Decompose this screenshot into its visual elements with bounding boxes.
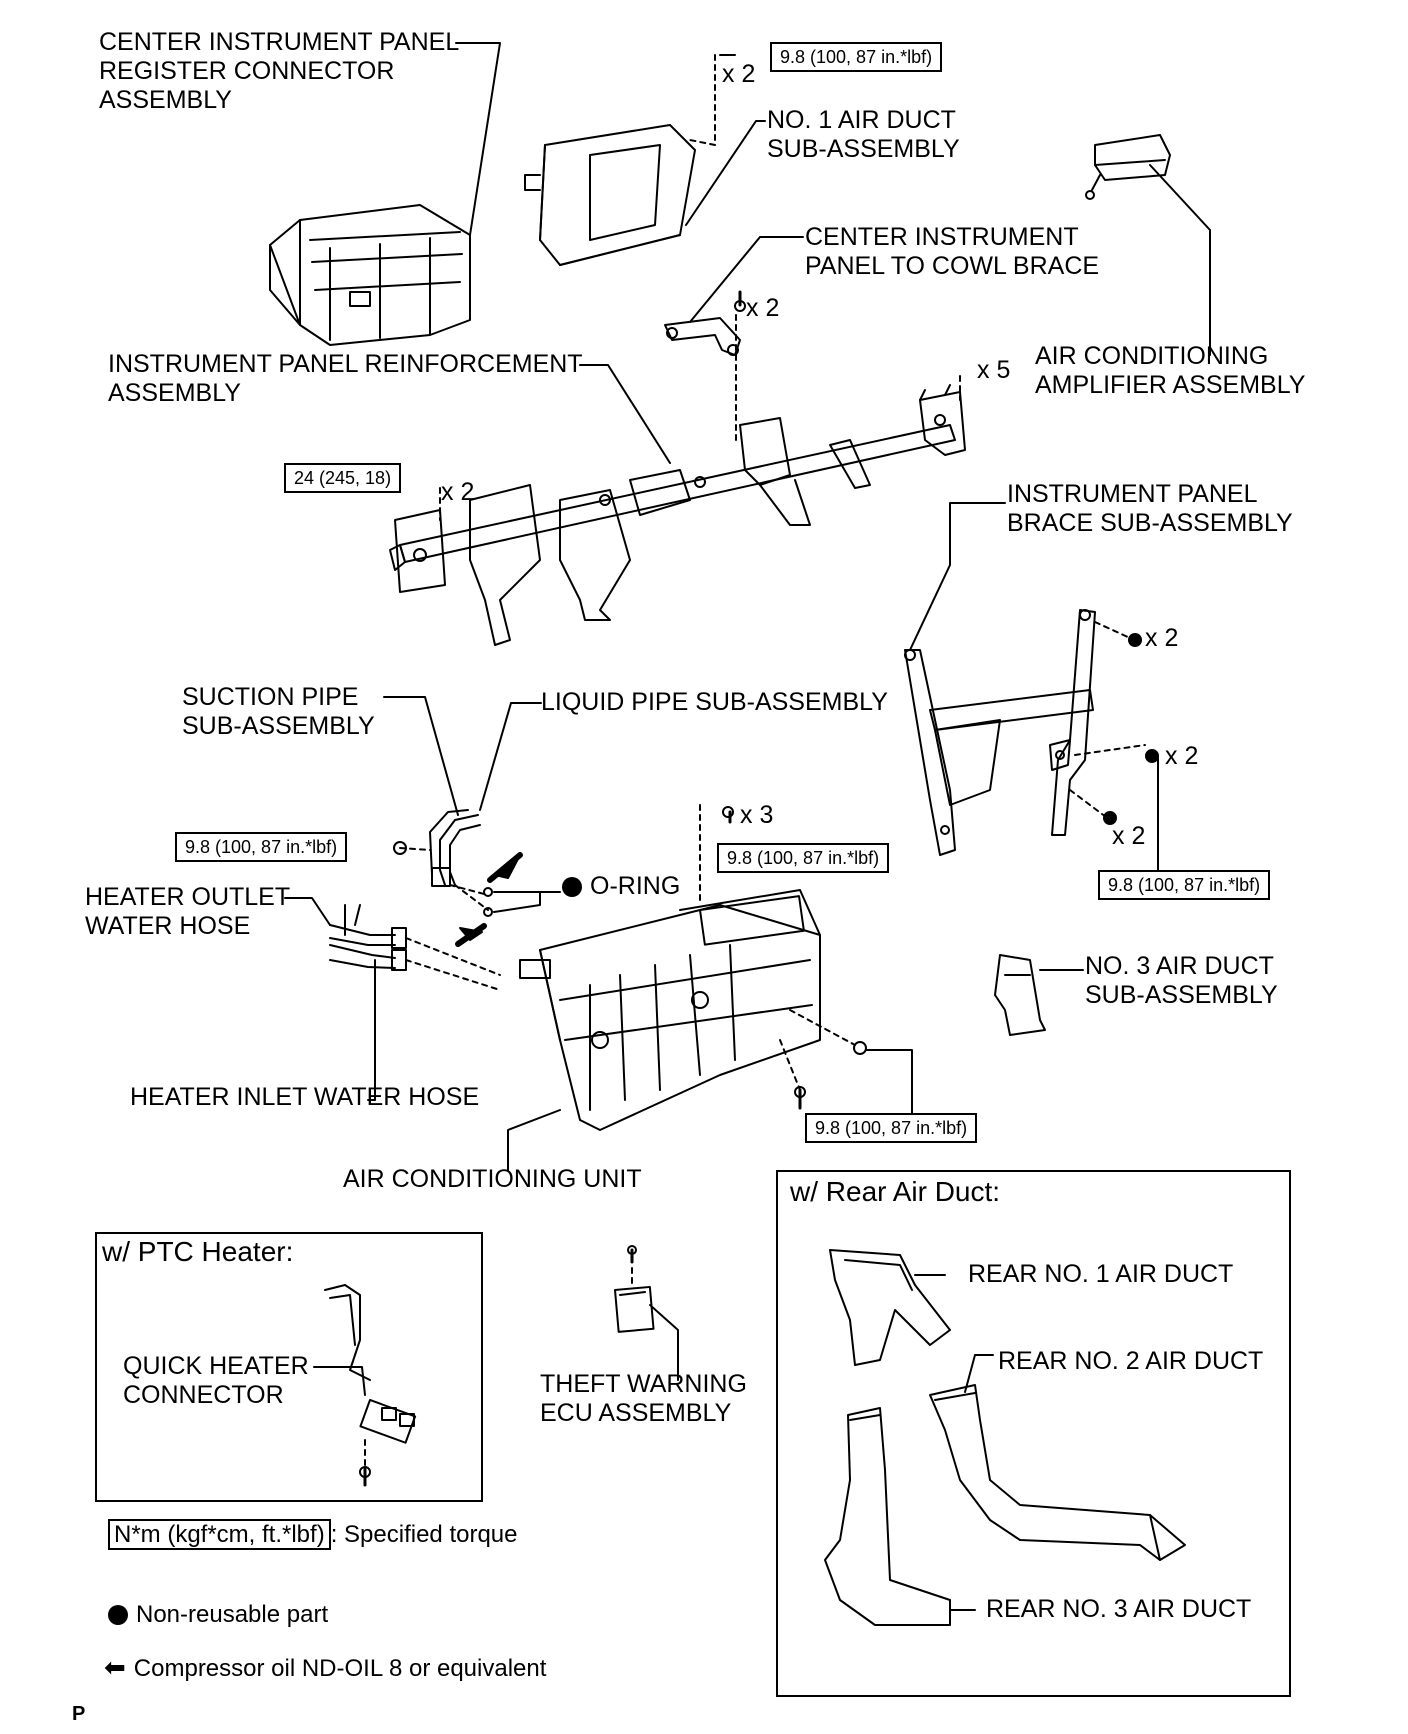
reinforcement-illustration (389, 384, 966, 646)
non-reusable-dot-icon (562, 877, 582, 897)
legend-torque-text: : Specified torque (330, 1521, 518, 1548)
o-ring-text: O-RING (590, 872, 681, 900)
label-panel-brace: INSTRUMENT PANEL BRACE SUB-ASSEMBLY (1007, 480, 1293, 537)
ptc-heater-panel-title: w/ PTC Heater: (102, 1236, 294, 1267)
cowl-brace-illustration (664, 317, 741, 356)
panel-brace-illustration (904, 609, 1096, 856)
torque-ac-unit-top: 9.8 (100, 87 in.*lbf) (717, 843, 890, 873)
label-no3-air-duct: NO. 3 AIR DUCT SUB-ASSEMBLY (1085, 952, 1278, 1009)
torque-reinforcement: 24 (245, 18) (284, 463, 402, 493)
label-rear-no3-duct: REAR NO. 3 AIR DUCT (986, 1595, 1252, 1623)
legend-torque-box: N*m (kgf*cm, ft.*lbf) (108, 1519, 331, 1550)
label-heater-inlet-hose: HEATER INLET WATER HOSE (130, 1083, 480, 1111)
non-reusable-dot-icon (108, 1605, 128, 1625)
no3-air-duct-illustration (994, 954, 1046, 1036)
quick-heater-illustration (324, 1284, 417, 1444)
rear-air-duct-panel (776, 1170, 1291, 1697)
qty-no1-duct: x 2 (722, 60, 756, 88)
label-suction-pipe: SUCTION PIPE SUB-ASSEMBLY (182, 683, 375, 740)
qty-brace-upper: x 2 (1145, 624, 1179, 652)
heater-hoses-illustration (329, 904, 407, 971)
torque-pipe: 9.8 (100, 87 in.*lbf) (175, 832, 348, 862)
label-ac-amplifier: AIR CONDITIONING AMPLIFIER ASSEMBLY (1035, 342, 1306, 399)
ac-unit-illustration (519, 889, 821, 1131)
ptc-heater-panel (95, 1232, 483, 1502)
corner-mark: P (72, 1703, 86, 1725)
label-cowl-brace: CENTER INSTRUMENT PANEL TO COWL BRACE (805, 223, 1100, 280)
qty-ac-amplifier: x 5 (977, 356, 1011, 384)
label-no1-air-duct: NO. 1 AIR DUCT SUB-ASSEMBLY (767, 106, 960, 163)
pipes-illustration (429, 809, 481, 887)
rear-no2-duct-illustration (929, 1384, 1186, 1561)
label-theft-warning-ecu: THEFT WARNING ECU ASSEMBLY (540, 1370, 747, 1427)
legend-compressor-oil-text: Compressor oil ND-OIL 8 or equivalent (133, 1655, 547, 1682)
torque-panel-brace: 9.8 (100, 87 in.*lbf) (1098, 870, 1271, 900)
label-heater-outlet-hose: HEATER OUTLET WATER HOSE (85, 883, 291, 940)
label-rear-no1-duct: REAR NO. 1 AIR DUCT (968, 1260, 1234, 1288)
legend-non-reusable-text: Non-reusable part (136, 1601, 329, 1628)
label-liquid-pipe: LIQUID PIPE SUB-ASSEMBLY (541, 688, 888, 716)
label-center-register-connector: CENTER INSTRUMENT PANEL REGISTER CONNECT… (99, 28, 460, 114)
qty-cowl-brace: x 2 (746, 294, 780, 322)
torque-ac-unit-bottom: 9.8 (100, 87 in.*lbf) (805, 1113, 978, 1143)
rear-no1-duct-illustration (829, 1249, 951, 1366)
register-connector-illustration (269, 204, 471, 346)
no1-air-duct-illustration (524, 124, 696, 266)
legend-non-reusable: Non-reusable part (108, 1600, 328, 1630)
rear-air-duct-panel-title: w/ Rear Air Duct: (790, 1176, 1001, 1207)
ac-amplifier-illustration (1085, 134, 1171, 200)
label-o-ring: O-RING (562, 872, 680, 901)
oil-arrow-icon: ⬅ (104, 1652, 126, 1682)
leader-lines (284, 42, 1211, 1611)
legend-compressor-oil: ⬅ Compressor oil ND-OIL 8 or equivalent (104, 1652, 546, 1684)
theft-ecu-illustration (614, 1285, 655, 1333)
rear-no3-duct-illustration (824, 1407, 951, 1626)
label-rear-no2-duct: REAR NO. 2 AIR DUCT (998, 1347, 1264, 1375)
torque-no1-duct: 9.8 (100, 87 in.*lbf) (770, 42, 943, 72)
label-ac-unit: AIR CONDITIONING UNIT (343, 1165, 642, 1193)
qty-ac-unit: x 3 (740, 801, 774, 829)
qty-brace-lower: x 2 (1112, 822, 1146, 850)
legend-torque: N*m (kgf*cm, ft.*lbf): Specified torque (108, 1519, 518, 1550)
label-quick-heater-connector: QUICK HEATER CONNECTOR (123, 1352, 309, 1409)
qty-brace-middle: x 2 (1165, 742, 1199, 770)
label-reinforcement: INSTRUMENT PANEL REINFORCEMENT ASSEMBLY (108, 350, 583, 407)
no1-duct-dashed (689, 54, 716, 146)
qty-reinforcement: x 2 (441, 478, 475, 506)
